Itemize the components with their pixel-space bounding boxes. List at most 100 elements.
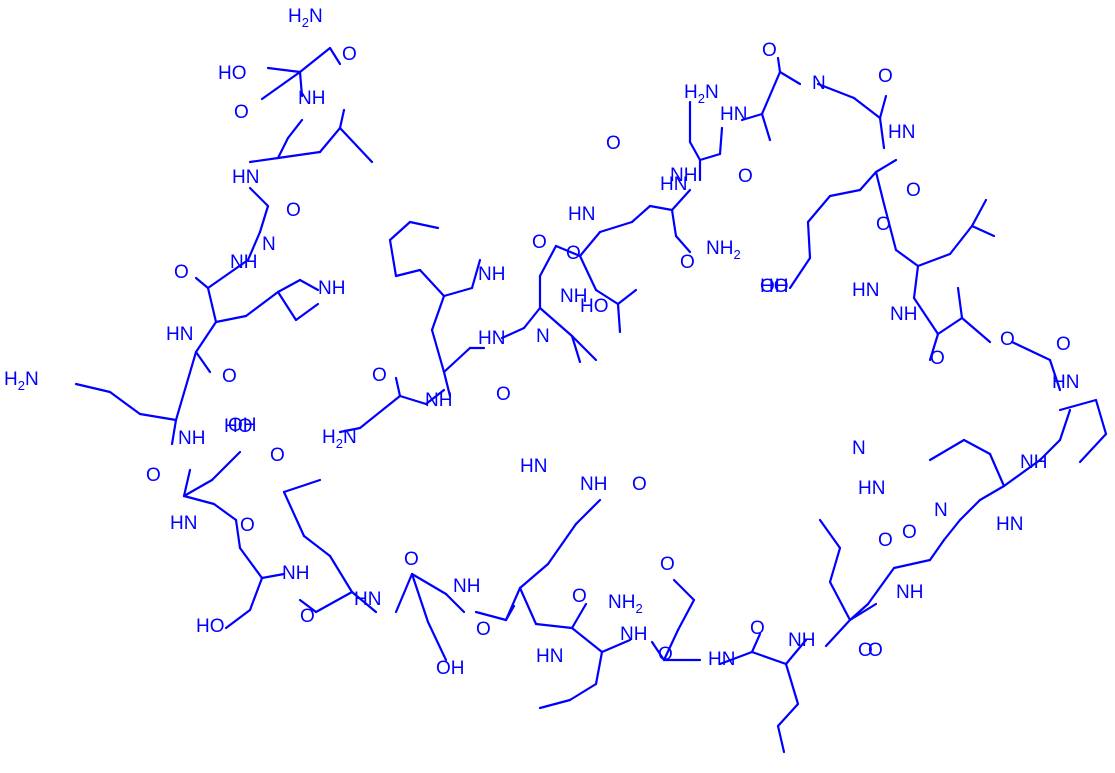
atom-label: O <box>660 554 675 575</box>
atom-label: O <box>532 232 547 253</box>
bond-line <box>960 316 992 344</box>
bond-line <box>676 598 696 632</box>
bond-line <box>828 188 862 198</box>
bond-line <box>750 632 762 654</box>
bond-line <box>470 258 482 290</box>
bond-line <box>776 56 782 74</box>
bond-line <box>928 332 940 362</box>
atom-label: HN <box>478 328 505 349</box>
bond-line <box>394 268 422 278</box>
bond-line <box>828 546 842 584</box>
atom-label: OH <box>436 658 465 679</box>
atom-label: NH <box>282 563 309 584</box>
atom-label: O <box>300 606 315 627</box>
atom-label: NH <box>230 252 257 273</box>
bond-line <box>388 238 398 278</box>
atom-label: HN <box>660 174 687 195</box>
atom-label: HN <box>170 513 197 534</box>
bond-line <box>426 620 448 662</box>
bond-line <box>670 188 692 212</box>
bond-line <box>388 220 412 242</box>
atom-label: O <box>566 243 581 264</box>
bond-line <box>418 268 446 298</box>
bond-line <box>784 662 800 706</box>
atom-label: O <box>930 348 945 369</box>
bond-line <box>138 412 178 422</box>
atom-label: O <box>372 365 387 386</box>
bond-line <box>214 314 248 324</box>
bond-line <box>210 450 242 482</box>
bond-line <box>358 394 402 430</box>
bond-line <box>276 136 290 160</box>
atom-label: O <box>174 262 189 283</box>
atom-label: O <box>234 102 249 123</box>
bond-line <box>956 286 964 320</box>
bond-line <box>778 70 802 86</box>
atom-label: O <box>750 618 765 639</box>
bond-line <box>1058 408 1072 442</box>
bond-line <box>194 320 218 354</box>
bond-line <box>212 502 238 522</box>
bond-line <box>298 46 332 74</box>
atom-label: NH <box>670 165 697 186</box>
bond-line <box>522 306 542 330</box>
bond-line <box>394 376 402 398</box>
bond-line <box>650 640 666 662</box>
bond-line <box>912 296 940 336</box>
bond-line <box>718 126 724 156</box>
bond-line <box>670 208 678 238</box>
atom-label: NH <box>580 474 607 495</box>
bond-line <box>866 566 896 606</box>
atom-label: H2N <box>4 369 39 393</box>
atom-label: O <box>240 515 255 536</box>
atom-label: H2N <box>322 427 357 451</box>
bond-line <box>194 276 210 290</box>
bond-line <box>398 394 428 406</box>
bond-line <box>206 258 250 290</box>
atom-label: O <box>404 549 419 570</box>
atom-label: HO <box>580 296 609 317</box>
bond-line <box>554 244 582 258</box>
atom-label: OH <box>228 415 257 436</box>
bond-line <box>894 248 920 268</box>
atom-label: O <box>222 366 237 387</box>
atom-label: NH <box>620 624 647 645</box>
bond-line <box>276 150 322 160</box>
atom-label: O <box>286 200 301 221</box>
atom-label: O <box>878 66 893 87</box>
bond-line <box>182 494 216 506</box>
atom-label: NH2 <box>608 592 643 616</box>
atom-label: O <box>1056 334 1071 355</box>
bond-line <box>174 350 198 422</box>
bond-line <box>578 254 598 292</box>
bond-line <box>594 288 620 306</box>
bond-line <box>518 562 550 590</box>
bond-line <box>206 286 218 324</box>
atom-label: NH <box>560 286 587 307</box>
bond-line <box>598 220 634 234</box>
atom-label: O <box>738 166 753 187</box>
bond-line <box>882 202 898 252</box>
bond-line <box>570 334 598 362</box>
bond-line <box>698 152 722 162</box>
atom-label: N <box>262 234 276 255</box>
bond-line <box>224 608 252 630</box>
bond-line <box>444 592 466 614</box>
bond-line <box>760 112 772 142</box>
atom-label: OH <box>760 276 789 297</box>
bond-line <box>338 108 346 130</box>
bond-line <box>788 256 812 290</box>
bond-line <box>912 264 920 300</box>
bond-line <box>570 602 588 630</box>
bond-line <box>1002 458 1042 488</box>
atom-label: O <box>658 644 673 665</box>
bond-line <box>688 140 702 162</box>
bond-line <box>546 522 578 566</box>
bond-line <box>936 316 964 336</box>
bond-line <box>394 572 414 614</box>
bond-line <box>570 626 604 654</box>
bond-line <box>314 590 354 614</box>
atom-label: O <box>572 586 587 607</box>
bond-line <box>948 224 974 256</box>
atom-label: HO <box>218 63 247 84</box>
